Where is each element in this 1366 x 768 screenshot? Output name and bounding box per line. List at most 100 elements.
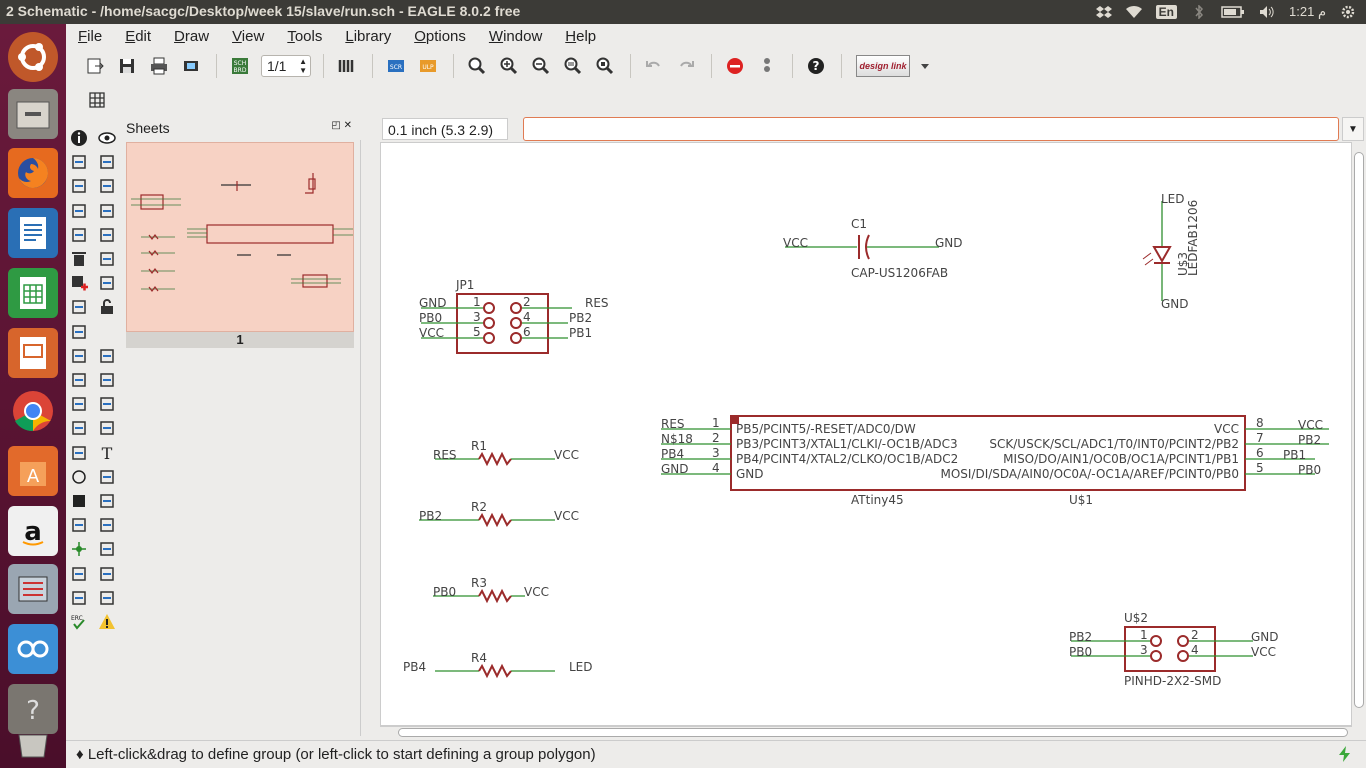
command-input[interactable] [523, 117, 1339, 141]
files-icon[interactable] [8, 89, 58, 139]
menu-help[interactable]: Help [553, 28, 607, 45]
settings-gear-icon[interactable] [1340, 5, 1356, 19]
wifi-icon[interactable] [1125, 5, 1142, 19]
menu-library[interactable]: Library [333, 28, 402, 45]
delete-icon[interactable] [68, 249, 90, 269]
sheet-number[interactable]: 1 [126, 332, 354, 348]
paste-icon[interactable] [96, 225, 118, 245]
menu-options[interactable]: Options [402, 28, 477, 45]
mirror-icon[interactable] [68, 201, 90, 221]
u2-header[interactable]: U$2 PINHD-2X2-SMD 1 3 2 4 PB2 PB0 GND VC… [1069, 611, 1279, 688]
dropbox-icon[interactable] [1095, 5, 1112, 19]
label-icon[interactable] [96, 539, 118, 559]
eagle-app-icon[interactable] [8, 564, 58, 614]
r1-resistor[interactable]: R1 RES VCC [433, 439, 579, 467]
zoom-fit-icon[interactable] [462, 52, 492, 80]
gateswap-icon[interactable] [68, 322, 90, 342]
change-icon[interactable] [96, 249, 118, 269]
bluetooth-icon[interactable] [1191, 4, 1207, 20]
ubuntu-dash-icon[interactable] [8, 32, 58, 82]
net-line-icon[interactable] [96, 515, 118, 535]
menu-draw[interactable]: Draw [162, 28, 220, 45]
software-center-icon[interactable]: A [8, 446, 58, 496]
zoom-out-icon[interactable] [526, 52, 556, 80]
zoom-in-icon[interactable] [494, 52, 524, 80]
info-icon[interactable] [68, 128, 90, 148]
add-part-icon[interactable] [68, 273, 90, 293]
menu-window[interactable]: Window [477, 28, 553, 45]
save-icon[interactable] [112, 52, 142, 80]
errors-warning-icon[interactable] [96, 612, 118, 632]
bus-line-icon[interactable] [68, 515, 90, 535]
sheets-scrollbar[interactable] [360, 140, 374, 736]
schematic-canvas[interactable]: JP1 1 3 5 2 4 6 GND PB0 VCC RES PB2 PB1 … [380, 142, 1352, 726]
toolbar-dropdown-icon[interactable] [910, 52, 940, 80]
redo-icon[interactable] [671, 52, 701, 80]
group-icon[interactable] [68, 176, 90, 196]
copy-icon[interactable] [68, 225, 90, 245]
panel-float-close-icons[interactable]: ◰ ✕ [331, 120, 352, 131]
go-icon[interactable] [752, 52, 782, 80]
script-icon[interactable]: SCR [381, 52, 411, 80]
clock[interactable]: 1:21 م [1289, 4, 1326, 19]
dimension-icon[interactable] [96, 564, 118, 584]
move-icon[interactable] [96, 176, 118, 196]
miter-icon[interactable] [96, 370, 118, 390]
value-icon[interactable] [96, 346, 118, 366]
zoom-select-icon[interactable] [590, 52, 620, 80]
ulp-icon[interactable]: ULP [413, 52, 443, 80]
text-icon[interactable]: T [96, 443, 118, 463]
r4-resistor[interactable]: R4 PB4 LED [403, 651, 593, 679]
canvas-horizontal-scrollbar[interactable] [380, 726, 1352, 738]
canvas-vertical-scrollbar[interactable] [1352, 142, 1366, 726]
invoke-icon[interactable] [68, 297, 90, 317]
open-icon[interactable] [80, 52, 110, 80]
frame-icon[interactable] [68, 588, 90, 608]
firefox-icon[interactable] [8, 148, 58, 198]
optimize-icon[interactable] [96, 394, 118, 414]
bus-icon[interactable] [68, 418, 90, 438]
mark-icon[interactable] [96, 152, 118, 172]
led-u3[interactable]: LED GND U$3 LEDFAB1206 [1142, 192, 1200, 311]
cam-processor-icon[interactable] [176, 52, 206, 80]
trash-icon[interactable] [8, 724, 58, 764]
junction-icon[interactable] [68, 539, 90, 559]
chrome-icon[interactable] [8, 386, 58, 436]
circle-icon[interactable] [68, 467, 90, 487]
calc-icon[interactable] [8, 268, 58, 318]
attiny45-u1[interactable]: RES N$18 PB4 GND 1 2 3 4 PB5/PCINT5/-RES… [661, 415, 1329, 507]
menu-edit[interactable]: Edit [113, 28, 162, 45]
volume-icon[interactable] [1259, 5, 1275, 19]
r2-resistor[interactable]: R2 PB2 VCC [419, 500, 579, 528]
undo-icon[interactable] [639, 52, 669, 80]
menu-tools[interactable]: Tools [275, 28, 333, 45]
help-question-icon[interactable]: ? [801, 52, 831, 80]
modules-icon[interactable] [96, 588, 118, 608]
writer-icon[interactable] [8, 208, 58, 258]
page-selector[interactable]: 1/1▲▼ [261, 55, 311, 77]
c1-capacitor[interactable]: C1 CAP-US1206FAB VCC GND [783, 217, 963, 280]
arc-icon[interactable] [96, 467, 118, 487]
menu-view[interactable]: View [220, 28, 275, 45]
menu-file[interactable]: File [66, 28, 113, 45]
split-icon[interactable] [68, 394, 90, 414]
keyboard-layout-indicator[interactable]: En [1155, 5, 1178, 19]
nets-icon[interactable] [96, 418, 118, 438]
jp1-header[interactable]: JP1 1 3 5 2 4 6 GND PB0 VCC RES PB2 PB1 [419, 278, 609, 354]
rotate-icon[interactable] [96, 201, 118, 221]
layers-display-icon[interactable] [68, 152, 90, 172]
sheet-thumbnail[interactable] [126, 142, 354, 332]
help-icon[interactable]: ? [8, 684, 58, 734]
r3-resistor[interactable]: R3 PB0 VCC [433, 576, 549, 604]
lock-icon[interactable] [96, 297, 118, 317]
spinner-icon[interactable]: ▲▼ [299, 57, 307, 75]
print-icon[interactable] [144, 52, 174, 80]
battery-icon[interactable] [1221, 5, 1245, 19]
replace-icon[interactable] [96, 273, 118, 293]
polygon-icon[interactable] [96, 491, 118, 511]
layer-settings-icon[interactable] [332, 52, 362, 80]
zoom-redraw-icon[interactable] [558, 52, 588, 80]
wire-icon[interactable] [68, 443, 90, 463]
amazon-icon[interactable]: a [8, 506, 58, 556]
